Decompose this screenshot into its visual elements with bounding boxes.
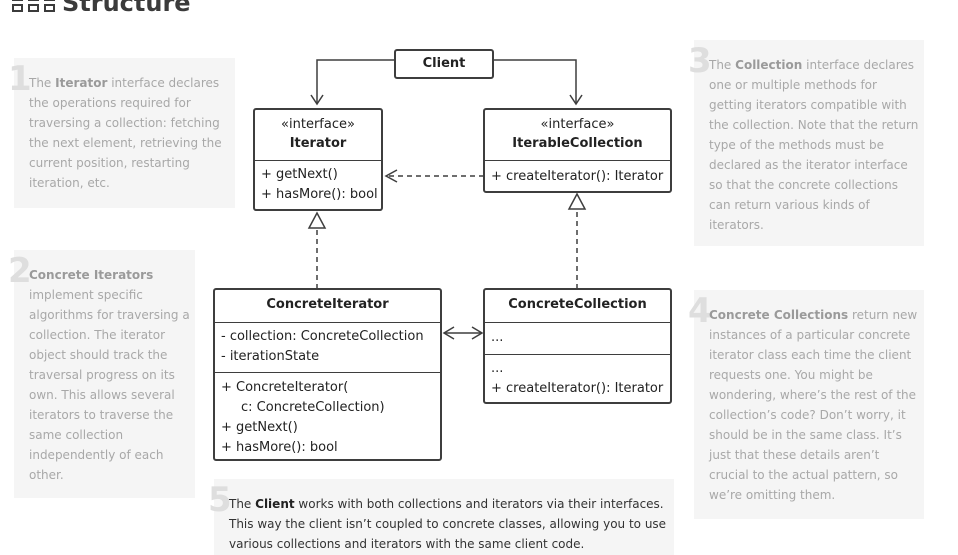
concrete-iterator-class: ConcreteIterator - collection: ConcreteC… xyxy=(213,288,442,461)
class-name: Client xyxy=(422,56,466,71)
method-continuation: c: ConcreteCollection) xyxy=(241,400,385,415)
client-iterator-link xyxy=(316,59,395,104)
methods-section: + getNext() + hasMore(): bool xyxy=(255,160,381,208)
client-class: Client xyxy=(394,49,494,79)
client-collection-link xyxy=(493,59,577,104)
arrowhead-open xyxy=(310,94,324,106)
methods-section: + ConcreteIterator( c: ConcreteCollectio… xyxy=(215,372,440,461)
section-title: Structure xyxy=(12,0,191,17)
note-text: Concrete Collections return new instance… xyxy=(709,308,918,502)
note-number: 2 xyxy=(8,251,32,291)
field: - iterationState xyxy=(221,349,320,364)
note-text: Concrete Iterators implement specific al… xyxy=(29,268,190,482)
method: + hasMore(): bool xyxy=(221,440,338,455)
method: ... xyxy=(491,361,504,376)
arrowhead-open xyxy=(471,326,484,340)
iterator-interface: «interface» Iterator + getNext() + hasMo… xyxy=(253,108,383,211)
field: ... xyxy=(491,330,504,345)
fields-section: ... xyxy=(485,322,670,354)
arrowhead-open xyxy=(384,169,398,183)
stereotype: «interface» xyxy=(540,117,615,132)
note-number: 1 xyxy=(8,59,32,99)
note-number: 3 xyxy=(688,41,712,81)
note-number: 5 xyxy=(208,480,232,520)
class-name: IterableCollection xyxy=(512,136,643,151)
structure-icon xyxy=(12,0,55,12)
arrowhead-open xyxy=(442,326,455,340)
class-header: «interface» IterableCollection xyxy=(485,110,670,160)
note-text: The Collection interface declares one or… xyxy=(709,58,919,232)
class-name: ConcreteIterator xyxy=(266,297,389,312)
method: + createIterator(): Iterator xyxy=(491,169,664,184)
iterable-collection-interface: «interface» IterableCollection + createI… xyxy=(483,108,672,193)
method: + createIterator(): Iterator xyxy=(491,381,664,396)
method: + hasMore(): bool xyxy=(261,187,378,202)
section-title-text: Structure xyxy=(62,0,191,17)
note-1: 1 The Iterator interface declares the op… xyxy=(8,58,235,208)
method: + getNext() xyxy=(261,167,338,182)
note-4: 4 Concrete Collections return new instan… xyxy=(688,290,924,519)
class-header: ConcreteIterator xyxy=(215,290,440,322)
class-name: Iterator xyxy=(289,136,347,151)
methods-section: ... + createIterator(): Iterator xyxy=(485,354,670,402)
field: - collection: ConcreteCollection xyxy=(221,329,424,344)
arrowhead-triangle xyxy=(567,192,587,210)
class-header: ConcreteCollection xyxy=(485,290,670,322)
note-number: 4 xyxy=(688,291,712,331)
note-text: The Iterator interface declares the oper… xyxy=(29,76,222,190)
method: + ConcreteIterator( xyxy=(221,380,349,395)
fields-section: - collection: ConcreteCollection - itera… xyxy=(215,322,440,372)
note-5: 5 The Client works with both collections… xyxy=(208,479,674,555)
arrowhead-open xyxy=(569,94,583,106)
stereotype: «interface» xyxy=(281,117,355,132)
concrete-collection-class: ConcreteCollection ... ... + createItera… xyxy=(483,288,672,404)
methods-section: + createIterator(): Iterator xyxy=(485,160,670,190)
note-2: 2 Concrete Iterators implement specific … xyxy=(8,250,195,498)
class-name: ConcreteCollection xyxy=(508,297,647,312)
note-3: 3 The Collection interface declares one … xyxy=(688,40,924,246)
note-text: The Client works with both collections a… xyxy=(229,497,667,551)
method: + getNext() xyxy=(221,420,298,435)
arrowhead-triangle xyxy=(307,211,327,229)
class-header: «interface» Iterator xyxy=(255,110,381,160)
